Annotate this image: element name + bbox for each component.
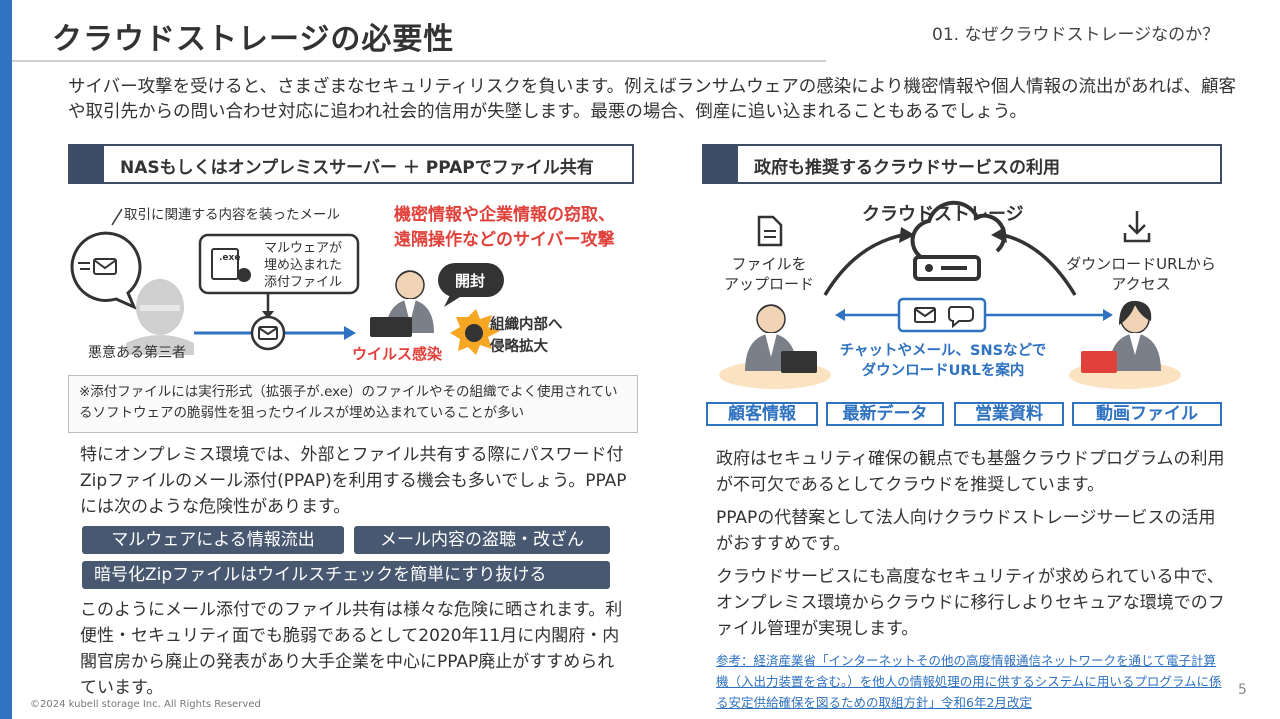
ppap-paragraph: 特にオンプレミス環境では、外部とファイル共有する際にパスワード付Zipファイルの… — [80, 445, 627, 517]
threat-title: 機密情報や企業情報の窃取、 遠隔操作などのサイバー攻撃 — [394, 205, 615, 250]
cloud-storage-label: クラウドストレージ — [862, 204, 1024, 225]
category-customer-info: 顧客情報 — [706, 402, 818, 426]
gov-recommend-paragraph: 政府はセキュリティ確保の観点でも基盤クラウドプログラムの利用が不可欠であるとして… — [716, 449, 1225, 495]
document-icon — [757, 215, 783, 247]
cloud-security-paragraph: クラウドサービスにも高度なセキュリティが求められている中で、オンプレミス環境から… — [716, 567, 1225, 639]
right-section-heading: 政府も推奨するクラウドサービスの利用 — [702, 144, 1222, 184]
attacker-figure — [126, 279, 194, 355]
risk-tag-tampering: メール内容の盗聴・改ざん — [354, 526, 610, 554]
downloader-figure — [1069, 300, 1181, 389]
download-arrow — [1002, 233, 1077, 296]
download-icon — [1123, 211, 1151, 243]
attachment-text: マルウェアが 埋め込まれた 添付ファイル — [264, 241, 343, 290]
download-label: ダウンロードURLから アクセス — [1066, 255, 1216, 293]
envelope-icon — [250, 315, 286, 351]
employee-figure — [370, 270, 434, 337]
attacker-label: 悪意ある第三者 — [88, 345, 186, 361]
page-number: 5 — [1238, 682, 1247, 698]
attachment-note: ※添付ファイルには実行形式（拡張子が.exe）のファイルやその組織でよく使用され… — [68, 375, 638, 433]
risk-tag-malware: マルウェアによる情報流出 — [82, 526, 344, 554]
copyright: ©2024 kubell storage Inc. All Rights Res… — [30, 699, 261, 710]
cloud-sharing-diagram — [719, 200, 1181, 389]
section-number: 01. なぜクラウドストレージなのか？ — [932, 25, 1220, 45]
title-divider — [12, 60, 826, 62]
upload-arrow — [823, 233, 904, 296]
guide-label: チャットやメール、SNSなどで ダウンロードURLを案内 — [839, 343, 1047, 379]
left-section-heading: NASもしくはオンプレミスサーバー ＋ PPAPでファイル共有 — [68, 144, 634, 184]
attachment-box — [198, 233, 360, 295]
uploader-figure — [719, 304, 831, 389]
virus-burst-icon — [450, 309, 500, 355]
chat-mail-box — [897, 297, 987, 333]
upload-label: ファイルを アップロード — [723, 255, 814, 293]
open-bubble — [438, 263, 504, 307]
right-heading-text: 政府も推奨するクラウドサービスの利用 — [754, 158, 1060, 178]
spread-label: 組織内部へ 侵略拡大 — [490, 317, 563, 355]
lead-paragraph: サイバー攻撃を受けると、さまざまなセキュリティリスクを負います。例えばランサムウ… — [68, 77, 1236, 122]
category-latest-data: 最新データ — [826, 402, 944, 426]
mail-bubble-icon — [70, 208, 142, 310]
ppap-attack-diagram — [70, 208, 504, 355]
infection-label: ウイルス感染 — [352, 345, 443, 363]
category-sales-material: 営業資料 — [954, 402, 1064, 426]
reference-link[interactable]: 参考：経済産業省「インターネットその他の高度情報通信ネットワークを通じて電子計算… — [716, 653, 1222, 710]
ppap-abolition-paragraph: このようにメール添付でのファイル共有は様々な危険に晒されます。利便性・セキュリテ… — [80, 600, 623, 698]
cloud-storage-icon — [910, 200, 1007, 281]
left-heading-text: NASもしくはオンプレミスサーバー ＋ PPAPでファイル共有 — [120, 158, 594, 178]
exe-label: .exe — [219, 253, 241, 263]
mail-caption: 取引に関連する内容を装ったメール — [124, 207, 340, 223]
left-accent-bar — [0, 0, 12, 719]
risk-tag-zip: 暗号化Zipファイルはウイルスチェックを簡単にすり抜ける — [82, 561, 610, 589]
open-bubble-label: 開封 — [455, 272, 486, 290]
ppap-alternative-paragraph: PPAPの代替案として法人向けクラウドストレージサービスの活用がおすすめです。 — [716, 508, 1216, 554]
page-title: クラウドストレージの必要性 — [52, 22, 455, 57]
category-video-file: 動画ファイル — [1072, 402, 1222, 426]
